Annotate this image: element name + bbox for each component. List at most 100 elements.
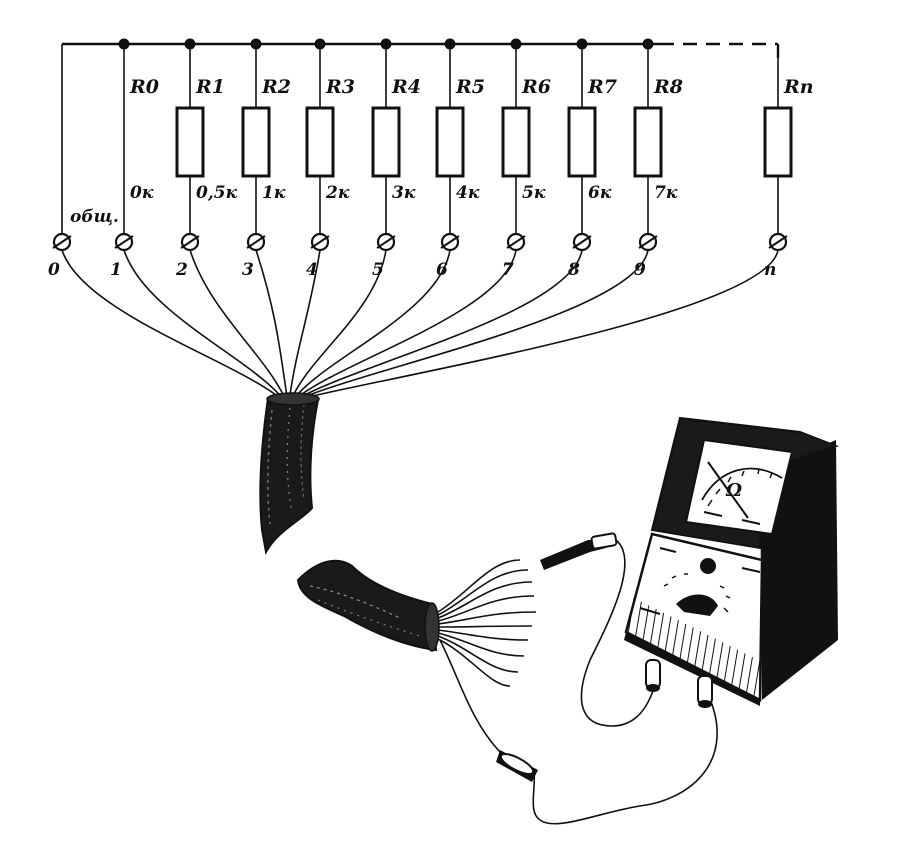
meter-jack-right (697, 675, 713, 708)
cable-wire (123, 249, 284, 399)
terminal-screw (440, 232, 460, 252)
range-selector-knob (676, 594, 718, 616)
terminal-label: 3 (242, 260, 254, 280)
terminal-screw (246, 232, 266, 252)
terminal-label: 1 (110, 260, 122, 280)
resistor-label: R1 (195, 76, 225, 98)
resistor (305, 106, 335, 178)
common-label: общ. (70, 207, 119, 227)
terminal-screw (768, 232, 788, 252)
loose-wire-end (437, 629, 529, 641)
cable-wire (296, 249, 517, 399)
meter-jack-left (645, 659, 661, 692)
terminal-screw (114, 232, 134, 252)
resistor (501, 106, 531, 178)
resistor-label: R4 (391, 76, 421, 98)
meter-needle (707, 461, 749, 519)
cable-wire (298, 249, 583, 399)
column-2: R1 0,5к 2 (175, 38, 238, 280)
cable-wire (303, 249, 779, 399)
resistor (567, 106, 597, 178)
terminal-screw (376, 232, 396, 252)
terminal-screw (638, 232, 658, 252)
cable-wire (293, 249, 451, 399)
resistor (633, 106, 663, 178)
cable-upper-section (259, 392, 320, 555)
cable-wire (291, 249, 387, 399)
cable-wire (255, 249, 288, 399)
resistor-columns: 0R00к1R10,5к2R21к3R32к4R43к5R54к6R65к7R7… (48, 38, 814, 280)
resistor (175, 106, 205, 178)
resistance-value-label: 3к (392, 183, 416, 203)
cable-wire (61, 249, 281, 399)
resistor-label: R8 (653, 76, 683, 98)
ohm-symbol: Ω (725, 480, 742, 501)
ohmmeter: Ω (624, 416, 839, 708)
resistor-label: R6 (521, 76, 551, 98)
resistor-label: R5 (455, 76, 485, 98)
column-5: R4 3к 5 (371, 38, 421, 280)
terminal-screw (572, 232, 592, 252)
resistance-value-label: 7к (654, 183, 678, 203)
loose-wire-end (437, 611, 537, 625)
resistor-label: R0 (129, 76, 159, 98)
cable-wire (301, 249, 649, 399)
resistor (435, 106, 465, 178)
loose-wire-end (437, 635, 519, 673)
resistor (763, 106, 793, 178)
column-1: R0 0к 1 (110, 38, 159, 280)
terminal-screw (506, 232, 526, 252)
cable-wires-top (61, 249, 779, 399)
column-10: Rn n (763, 44, 814, 280)
column-4: R3 2к 4 (305, 38, 355, 280)
resistance-value-label: 0к (130, 183, 154, 203)
terminal-label: 8 (567, 260, 580, 280)
loose-wire-end (437, 632, 525, 657)
resistance-value-label: 0,5к (196, 183, 238, 203)
cable-wires-bottom (437, 559, 537, 753)
terminal-label: 5 (372, 260, 384, 280)
terminal-screw (180, 232, 200, 252)
terminal-label: 2 (175, 260, 188, 280)
resistor (371, 106, 401, 178)
resistance-value-label: 2к (325, 183, 350, 203)
resistor-label: R3 (325, 76, 355, 98)
terminal-label: 0 (48, 260, 60, 280)
loose-wire-end (437, 559, 521, 613)
resistor-label: R7 (587, 76, 617, 98)
resistance-value-label: 5к (522, 183, 546, 203)
resistance-value-label: 4к (456, 183, 480, 203)
terminal-label: 4 (306, 260, 318, 280)
cable-wire (288, 249, 321, 399)
terminal-screw (52, 232, 72, 252)
wire-to-clip (439, 639, 501, 753)
column-0: 0 (48, 44, 72, 280)
loose-wire-end (437, 581, 533, 619)
cable-lower-section (296, 559, 440, 652)
loose-wire-end (437, 638, 511, 687)
column-8: R7 6к 8 (567, 38, 617, 280)
resistor-label: R2 (261, 76, 291, 98)
test-lead-clip (496, 689, 718, 825)
terminal-label: 9 (634, 260, 646, 280)
loose-wire-end (437, 625, 533, 628)
resistance-value-label: 6к (588, 183, 612, 203)
cable-wire (189, 249, 286, 399)
loose-wire-end (437, 595, 535, 622)
meter-adjust-knob (700, 558, 716, 574)
meter-dial-window (684, 438, 794, 536)
meter-bottom-strip (627, 597, 761, 697)
resistance-value-label: 1к (262, 183, 286, 203)
resistor-label: Rn (783, 76, 814, 98)
resistor (241, 106, 271, 178)
column-3: R2 1к 3 (241, 38, 291, 280)
terminal-label: n (764, 260, 776, 280)
terminal-screw (310, 232, 330, 252)
column-9: R8 7к 9 (633, 38, 683, 280)
top-bus (62, 42, 780, 58)
loose-wire-end (437, 569, 529, 616)
